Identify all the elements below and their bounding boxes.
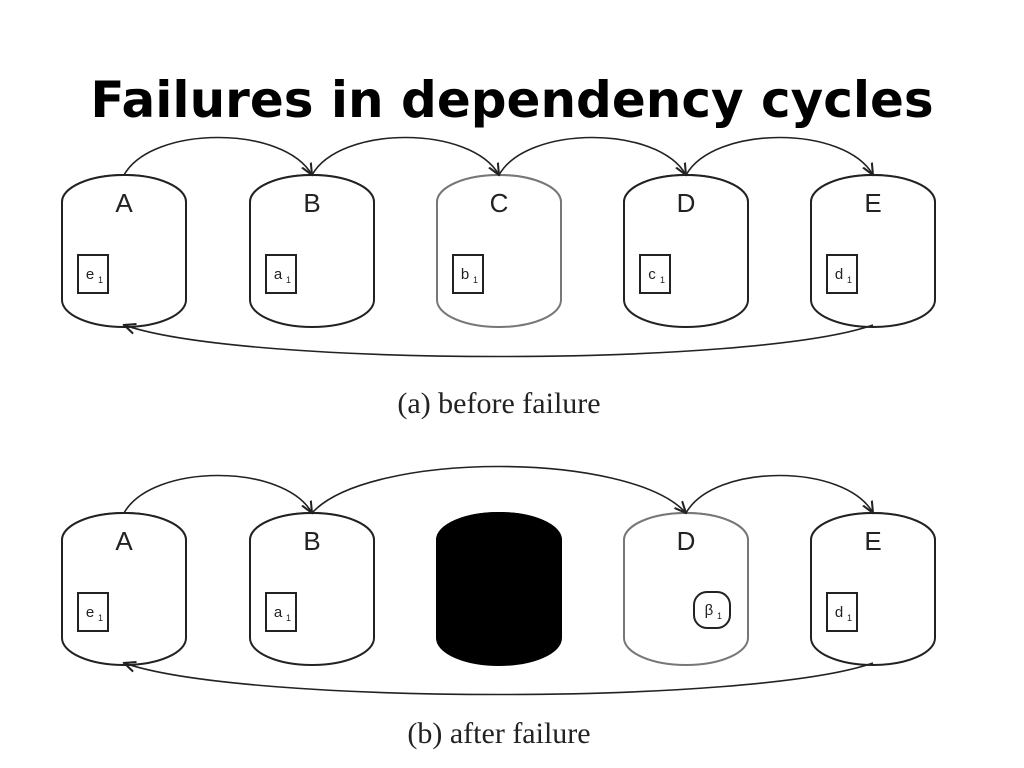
dependency-arrow-d-e [685,136,873,176]
data-item-subscript: 1 [847,275,852,285]
dependency-arrow-a-b [123,474,312,514]
data-item-subscript: 1 [98,275,103,285]
data-item-subscript: 1 [717,611,722,621]
node-label: D [677,188,696,218]
dependency-arrow-b-d [311,465,686,514]
panel-caption: (a) before failure [397,387,600,420]
data-item-label: b [461,266,469,283]
failed-server-cylinder [436,512,562,666]
dependency-arrow-d-e [685,474,873,514]
node-label: C [490,188,509,218]
data-item-rounded [693,591,731,629]
node-label: E [864,188,881,218]
node-label: D [677,526,696,556]
node-label: B [303,526,320,556]
dependency-arrow-e-a [124,663,874,696]
data-item-label: e [86,604,94,621]
data-item-subscript: 1 [286,275,291,285]
dependency-arrow-a-b [123,136,312,176]
data-item-box [639,254,671,294]
data-item-box [826,254,858,294]
data-item-box [826,592,858,632]
data-item-box [452,254,484,294]
panel-caption: (b) after failure [407,717,590,750]
data-item-subscript: 1 [286,613,291,623]
data-item-subscript: 1 [98,613,103,623]
dependency-arrow-b-c [311,136,499,176]
slide-title: Failures in dependency cycles [90,71,933,129]
data-item-label: e [86,266,94,283]
data-item-label: d [835,604,843,621]
node-label: B [303,188,320,218]
node-label: A [115,526,133,556]
data-item-subscript: 1 [660,275,665,285]
dependency-arrow-c-d [498,136,686,176]
data-item-subscript: 1 [847,613,852,623]
dependency-arrow-e-a [124,325,874,358]
data-item-label: d [835,266,843,283]
node-label: E [864,526,881,556]
data-item-subscript: 1 [473,275,478,285]
node-label: A [115,188,133,218]
data-item-label: β [705,602,714,619]
cylinder-top-arc [436,512,562,541]
data-item-box [265,592,297,632]
data-item-label: a [274,604,283,621]
data-item-label: c [648,266,656,283]
data-item-label: a [274,266,283,283]
data-item-box [265,254,297,294]
data-item-box [77,254,109,294]
data-item-box [77,592,109,632]
